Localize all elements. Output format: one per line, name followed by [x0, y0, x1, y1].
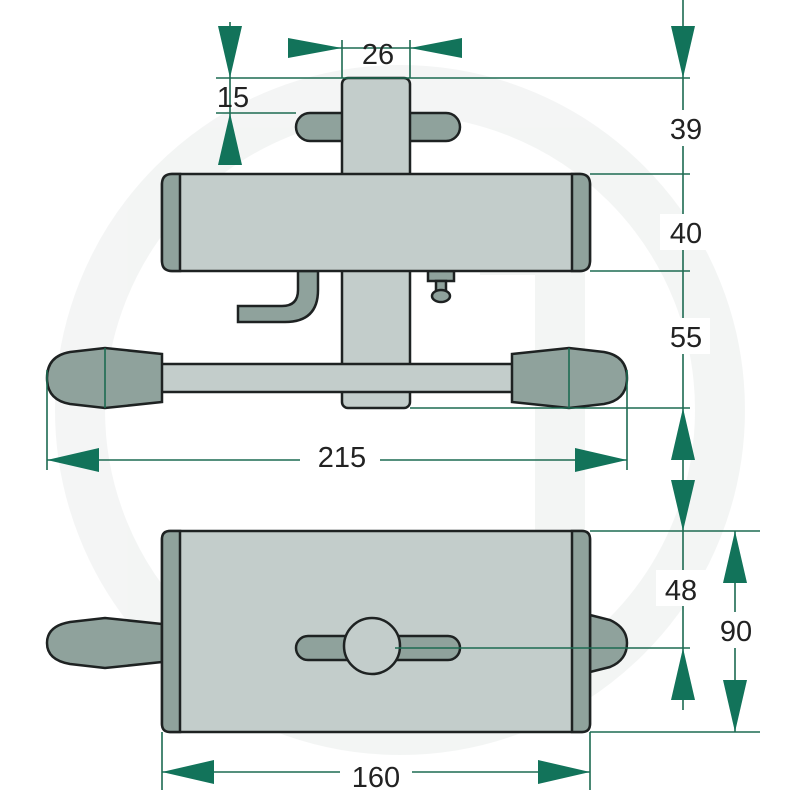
screw	[426, 269, 456, 304]
dim-160: 160	[352, 762, 400, 794]
side-t-handle-hub	[342, 616, 402, 676]
dimension-labels: 26 15 39 40 55 215 48 90 160	[217, 39, 752, 794]
right-end-cap	[570, 172, 592, 273]
side-left-knob	[45, 616, 164, 670]
dim-15: 15	[217, 82, 249, 114]
side-right-knob	[588, 613, 629, 674]
arrow-icon	[723, 531, 747, 583]
arrow-icon	[47, 448, 99, 472]
dimension-arrows	[47, 26, 747, 784]
arrow-icon	[218, 26, 242, 78]
arrow-icon	[538, 760, 590, 784]
left-end-cap	[160, 172, 182, 273]
cross-bar	[148, 362, 524, 394]
main-body	[160, 172, 592, 273]
dim-26: 26	[362, 39, 394, 71]
dim-48: 48	[665, 575, 697, 607]
arrow-icon	[723, 680, 747, 732]
dim-39: 39	[670, 114, 702, 146]
hook	[236, 269, 320, 324]
dimension-lines	[46, 0, 762, 790]
dim-90: 90	[720, 616, 752, 648]
dim-55: 55	[670, 322, 702, 354]
arrow-icon	[671, 648, 695, 700]
arrow-icon	[575, 448, 627, 472]
arrow-icon	[288, 38, 342, 58]
top-view	[45, 76, 629, 410]
arrow-icon	[218, 113, 242, 165]
dim-215: 215	[318, 442, 366, 474]
arrow-icon	[410, 38, 462, 58]
arrow-icon	[162, 760, 214, 784]
arrow-icon	[671, 408, 695, 460]
arrow-icon	[671, 480, 695, 531]
dim-40: 40	[670, 218, 702, 250]
side-view	[45, 529, 629, 734]
arrow-icon	[671, 26, 695, 78]
